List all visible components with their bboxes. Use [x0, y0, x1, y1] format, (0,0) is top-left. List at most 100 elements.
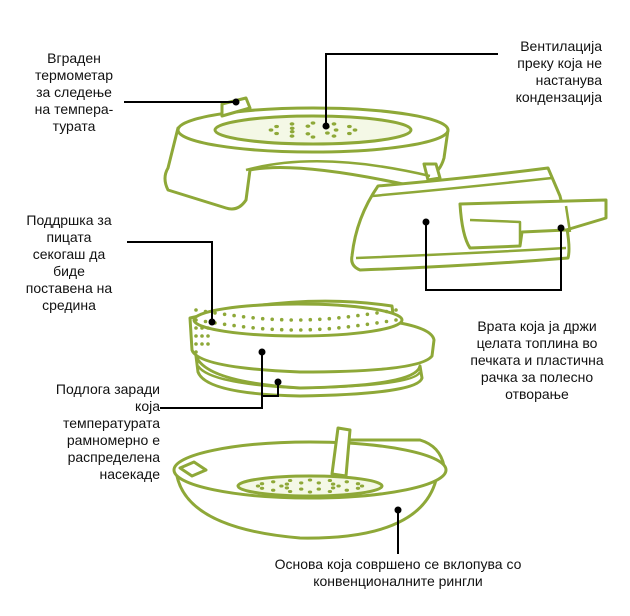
leader-pizza-support [127, 241, 213, 322]
perforation-hole [279, 317, 284, 322]
perforation-hole [330, 482, 336, 486]
perforation-hole [289, 126, 295, 130]
perforation-hole [333, 128, 339, 132]
perforation-hole [287, 478, 293, 483]
perforation-hole [305, 132, 311, 136]
perforation-hole [200, 326, 204, 330]
perforation-hole [344, 480, 349, 484]
perforation-hole [289, 328, 294, 332]
perforation-hole [222, 322, 227, 327]
perforation-hole [310, 135, 316, 139]
perforation-hole [308, 317, 313, 322]
perforation-hole [337, 326, 341, 330]
perforation-hole [203, 319, 208, 324]
perforation-hole [327, 489, 333, 494]
label-base-plate: Подлога заради која температурата рамном… [55, 381, 160, 482]
perforation-hole [356, 313, 360, 318]
perforation-hole [299, 481, 304, 485]
perforation-hole [200, 342, 204, 346]
perforation-hole [194, 326, 198, 330]
perforation-hole [289, 318, 294, 322]
door-handle-line [469, 218, 522, 246]
perforation-hole [307, 490, 313, 494]
door-top-edge [371, 176, 553, 198]
perforation-hole [284, 486, 290, 490]
perforation-hole [200, 334, 204, 338]
perforation-hole [347, 124, 352, 129]
base-plate-ring1 [196, 365, 422, 390]
perforation-hole [271, 480, 276, 484]
perforation-hole [331, 122, 337, 126]
perforation-hole [375, 311, 379, 315]
lid-latch [422, 162, 442, 182]
perforation-hole [344, 488, 349, 492]
perforation-hole [206, 334, 210, 338]
leader-door-dot-1 [422, 218, 430, 226]
perforation-hole [356, 323, 360, 328]
perforation-hole [299, 318, 303, 322]
perforation-hole [274, 124, 279, 129]
top-lid-inner-rim [213, 114, 413, 146]
perforation-hole [346, 325, 351, 329]
leader-base-plate [160, 352, 263, 409]
perforation-hole [222, 312, 227, 317]
leader-door-1 [425, 222, 562, 291]
perforation-hole [336, 484, 341, 488]
label-pizza-support: Поддршка за пицата секогаш да биде поста… [25, 212, 113, 313]
perforation-hole [327, 316, 332, 321]
label-thermometer: Вграден термометар за следење на темпера… [34, 50, 114, 134]
perforation-hole [325, 131, 330, 135]
leader-thermometer-dot [232, 98, 240, 106]
perforation-hole [260, 326, 265, 331]
bottom-base-holes [255, 478, 365, 494]
perforation-hole [279, 327, 284, 332]
perforation-hole [365, 322, 370, 327]
perforation-hole [260, 316, 265, 321]
door-handle-tip [564, 205, 572, 233]
door [350, 166, 608, 272]
perforation-hole [310, 121, 316, 125]
perforation-hole [305, 124, 311, 128]
perforation-hole [394, 318, 398, 322]
bottom-base-divider [330, 426, 352, 478]
perforation-hole [271, 488, 276, 492]
perforation-hole [384, 319, 389, 324]
pizza-support-ring [188, 299, 436, 374]
perforation-hole [270, 317, 275, 322]
label-ventilation: Вентилација преку која не настанува конд… [515, 38, 602, 105]
perforation-hole [307, 478, 313, 482]
label-bottom-base: Основа која совршено се вклопува со конв… [274, 556, 522, 589]
bottom-base-tab [178, 460, 208, 478]
top-lid [163, 96, 450, 211]
perforation-hole [279, 484, 284, 488]
perforation-hole [316, 481, 321, 485]
perforation-hole [241, 325, 246, 329]
perforation-hole [194, 318, 198, 322]
perforation-hole [355, 482, 361, 486]
perforation-hole [394, 308, 398, 312]
leader-door-dot-2 [557, 224, 565, 232]
perforation-hole [287, 489, 293, 494]
perforation-hole [327, 478, 333, 483]
perforation-hole [194, 350, 198, 354]
perforation-hole [194, 342, 198, 346]
perforation-hole [194, 334, 198, 338]
leader-lines [124, 53, 565, 554]
perforation-hole [274, 131, 279, 136]
perforation-hole [203, 309, 208, 314]
perforation-hole [308, 327, 313, 332]
perforation-hole [352, 128, 358, 132]
perforation-hole [255, 484, 261, 488]
leader-ventilation [325, 53, 498, 126]
perforation-hole [365, 312, 370, 317]
ring-top [192, 302, 404, 338]
perforation-hole [346, 315, 351, 319]
door-handle [458, 198, 608, 250]
perforation-hole [270, 327, 275, 332]
leader-pizza-support-dot [208, 318, 216, 326]
leader-bottom-base-dot [394, 506, 402, 514]
perforation-hole [241, 315, 246, 319]
perforation-hole [194, 308, 198, 312]
perforation-hole [318, 327, 322, 332]
